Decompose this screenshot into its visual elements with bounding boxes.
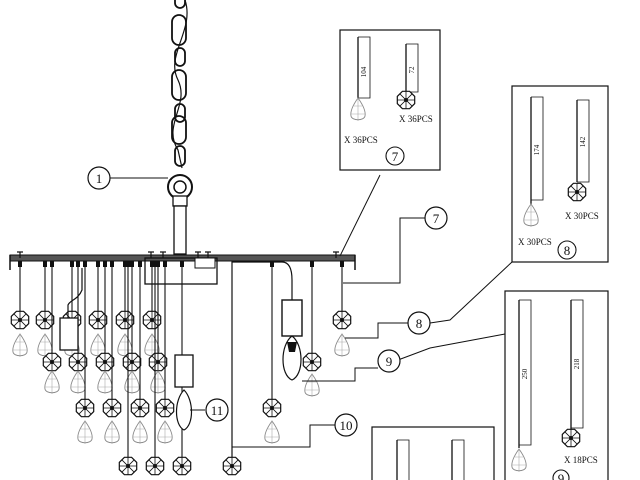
center-stem xyxy=(173,205,187,255)
octagon-crystal-icon xyxy=(145,456,165,476)
octagon-crystal-icon xyxy=(155,398,175,418)
teardrop-crystal-icon xyxy=(264,420,280,445)
strand-cap xyxy=(70,261,74,267)
crystal-strands xyxy=(10,261,352,476)
svg-text:X 36PCS: X 36PCS xyxy=(399,114,433,124)
svg-text:174: 174 xyxy=(533,144,541,155)
svg-text:7: 7 xyxy=(392,149,399,164)
octagon-crystal-icon xyxy=(122,352,142,372)
svg-text:9: 9 xyxy=(558,471,565,480)
teardrop-crystal-icon xyxy=(124,370,140,395)
teardrop-crystal-icon xyxy=(70,370,86,395)
detail-box-9: 250 218 X 18PCS 9 xyxy=(504,290,609,480)
strand-cap xyxy=(153,261,157,267)
svg-text:7: 7 xyxy=(433,211,440,226)
svg-text:X 36PCS: X 36PCS xyxy=(344,135,378,145)
strand-cap xyxy=(50,261,54,267)
octagon-crystal-icon xyxy=(75,398,95,418)
octagon-crystal-icon xyxy=(262,398,282,418)
svg-text:9: 9 xyxy=(386,354,393,369)
svg-text:72: 72 xyxy=(408,66,416,74)
callout-11: 11 xyxy=(205,398,229,422)
strand-cap xyxy=(163,261,167,267)
svg-text:8: 8 xyxy=(564,243,571,258)
octagon-crystal-icon xyxy=(42,352,62,372)
octagon-crystal-icon xyxy=(302,352,322,372)
callout-10: 10 xyxy=(334,413,358,437)
teardrop-crystal-icon xyxy=(132,420,148,445)
strand-cap xyxy=(96,261,100,267)
teardrop-crystal-icon xyxy=(77,420,93,445)
octagon-crystal-icon xyxy=(115,310,135,330)
strand-cap xyxy=(156,261,160,267)
svg-text:218: 218 xyxy=(573,358,581,369)
candle-lamp-right xyxy=(231,261,303,381)
candle-lamp-center xyxy=(174,354,194,431)
power-cord xyxy=(172,0,188,169)
teardrop-crystal-icon xyxy=(104,420,120,445)
detail-box-8: 174 X 30PCS 142 X 30PCS 8 xyxy=(511,85,609,263)
octagon-crystal-icon xyxy=(148,352,168,372)
callout-7: 7 xyxy=(424,206,448,230)
svg-text:11: 11 xyxy=(211,403,224,418)
strand-cap xyxy=(150,261,154,267)
octagon-crystal-icon xyxy=(130,398,150,418)
ceiling-hook-ring xyxy=(167,174,193,207)
octagon-crystal-icon xyxy=(332,310,352,330)
octagon-crystal-icon xyxy=(68,352,88,372)
strand-cap xyxy=(180,261,184,267)
strand-cap xyxy=(110,261,114,267)
strand-cap xyxy=(103,261,107,267)
detail-box-10 xyxy=(371,426,495,480)
octagon-crystal-icon xyxy=(95,352,115,372)
svg-text:8: 8 xyxy=(416,316,423,331)
strand-cap xyxy=(138,261,142,267)
strand-cap xyxy=(310,261,314,267)
teardrop-crystal-icon xyxy=(97,370,113,395)
strand-cap xyxy=(76,261,80,267)
teardrop-crystal-icon xyxy=(304,373,320,398)
teardrop-crystal-icon xyxy=(334,333,350,358)
octagon-crystal-icon xyxy=(172,456,192,476)
svg-text:X 30PCS: X 30PCS xyxy=(565,211,599,221)
teardrop-crystal-icon xyxy=(150,370,166,395)
svg-text:10: 10 xyxy=(340,418,353,433)
strand-cap xyxy=(130,261,134,267)
strand-cap xyxy=(83,261,87,267)
teardrop-crystal-icon xyxy=(44,370,60,395)
strand-cap xyxy=(18,261,22,267)
svg-text:X 30PCS: X 30PCS xyxy=(518,237,552,247)
svg-text:250: 250 xyxy=(521,368,529,379)
strand-cap xyxy=(270,261,274,267)
octagon-crystal-icon xyxy=(102,398,122,418)
teardrop-crystal-icon xyxy=(12,333,28,358)
strand-cap xyxy=(123,261,127,267)
teardrop-crystal-icon xyxy=(157,420,173,445)
strand-cap xyxy=(43,261,47,267)
leader-lines xyxy=(110,174,513,448)
svg-text:X 18PCS: X 18PCS xyxy=(564,455,598,465)
svg-text:1: 1 xyxy=(96,171,103,186)
octagon-crystal-icon xyxy=(10,310,30,330)
detail-box-7: 104 X 36PCS 72 X 36PCS 7 xyxy=(339,29,441,171)
octagon-crystal-icon xyxy=(118,456,138,476)
strand-cap xyxy=(126,261,130,267)
octagon-crystal-icon xyxy=(88,310,108,330)
octagon-crystal-icon xyxy=(35,310,55,330)
candle-lamp-left xyxy=(59,268,83,351)
svg-text:142: 142 xyxy=(579,136,587,147)
callout-9: 9 xyxy=(377,349,401,373)
callout-1: 1 xyxy=(87,166,111,190)
strand-cap xyxy=(340,261,344,267)
svg-text:104: 104 xyxy=(360,66,368,77)
mounting-screws xyxy=(17,251,339,258)
callout-8: 8 xyxy=(407,311,431,335)
